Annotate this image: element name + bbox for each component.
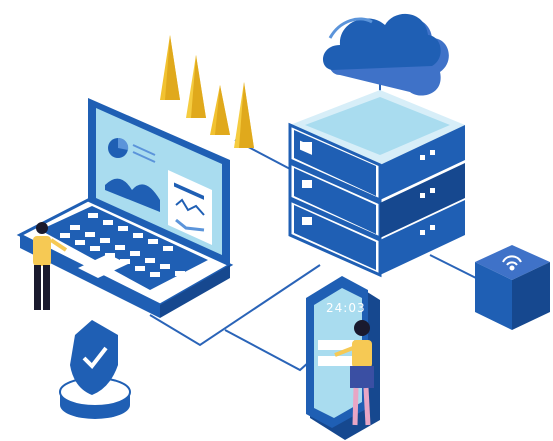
gold-cone-decorations xyxy=(160,35,254,148)
cloud-icon xyxy=(322,13,449,96)
shield-check-icon xyxy=(59,320,131,419)
wifi-router-cube xyxy=(475,245,550,330)
wifi-icon xyxy=(502,255,522,271)
woman-figure xyxy=(334,320,374,426)
smartphone-icon: 24:03 xyxy=(306,276,380,440)
person-icon xyxy=(33,222,68,310)
laptop-dashboard-charts xyxy=(105,137,212,245)
keyboard-keys xyxy=(60,213,185,277)
phone-clock: 24:03 xyxy=(326,301,366,315)
laptop-icon xyxy=(16,98,234,318)
server-rack-icon xyxy=(288,90,465,278)
